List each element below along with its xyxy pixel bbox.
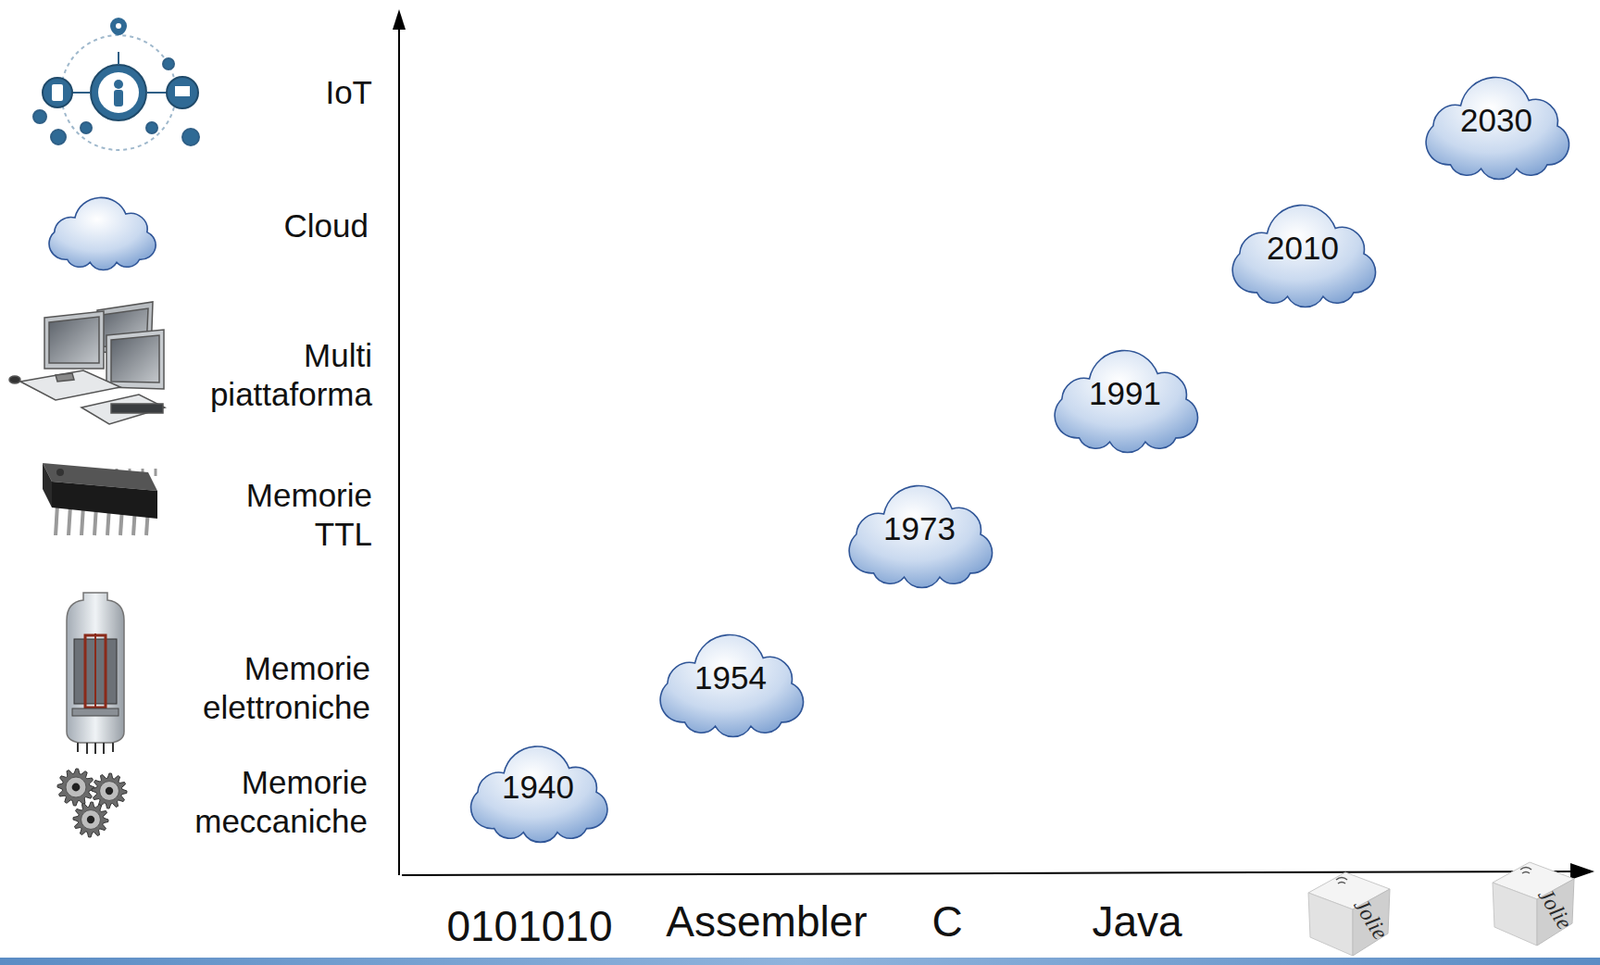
x-arrowhead	[1570, 862, 1595, 880]
x-axis	[401, 871, 1575, 875]
axis-label: Assembler	[665, 896, 867, 947]
gears-icon	[57, 768, 127, 838]
footer-bar	[0, 957, 1600, 965]
year-label: 1954	[694, 650, 767, 697]
y-arrowhead	[392, 9, 406, 30]
axis-label: Java	[1091, 896, 1182, 947]
logo-text: Jolie	[1348, 893, 1393, 944]
vacuum-tube-icon	[66, 592, 125, 754]
logo-text: Jolie	[1532, 883, 1577, 934]
year-label: 1991	[1088, 365, 1162, 413]
computers-icon	[9, 301, 165, 425]
row-label: Memorie meccaniche	[194, 762, 368, 841]
year-cloud: 1973	[837, 462, 1001, 586]
cloud-icon	[49, 197, 156, 270]
row-label: Memorie elettroniche	[202, 649, 371, 727]
axis-label: C	[931, 896, 963, 947]
year-cloud: 1991	[1043, 327, 1207, 450]
year-label: 1973	[883, 500, 956, 548]
axes	[392, 9, 1595, 880]
year-cloud: 2030	[1414, 54, 1578, 177]
year-label: 2030	[1460, 92, 1533, 139]
year-label: 2010	[1266, 220, 1339, 267]
y-axis	[398, 27, 400, 875]
year-label: 1940	[501, 759, 575, 806]
row-label: Cloud	[284, 206, 369, 246]
chip-icon	[42, 462, 158, 536]
year-cloud: 2010	[1221, 182, 1385, 305]
iot-icon	[33, 17, 200, 150]
row-label: IoT	[325, 73, 373, 113]
year-cloud: 1954	[649, 612, 813, 735]
year-cloud: 1940	[460, 725, 616, 840]
row-label: Multi piattaforma	[210, 336, 373, 414]
row-label: Memorie TTL	[246, 475, 373, 554]
axis-label: 0101010	[446, 900, 613, 951]
